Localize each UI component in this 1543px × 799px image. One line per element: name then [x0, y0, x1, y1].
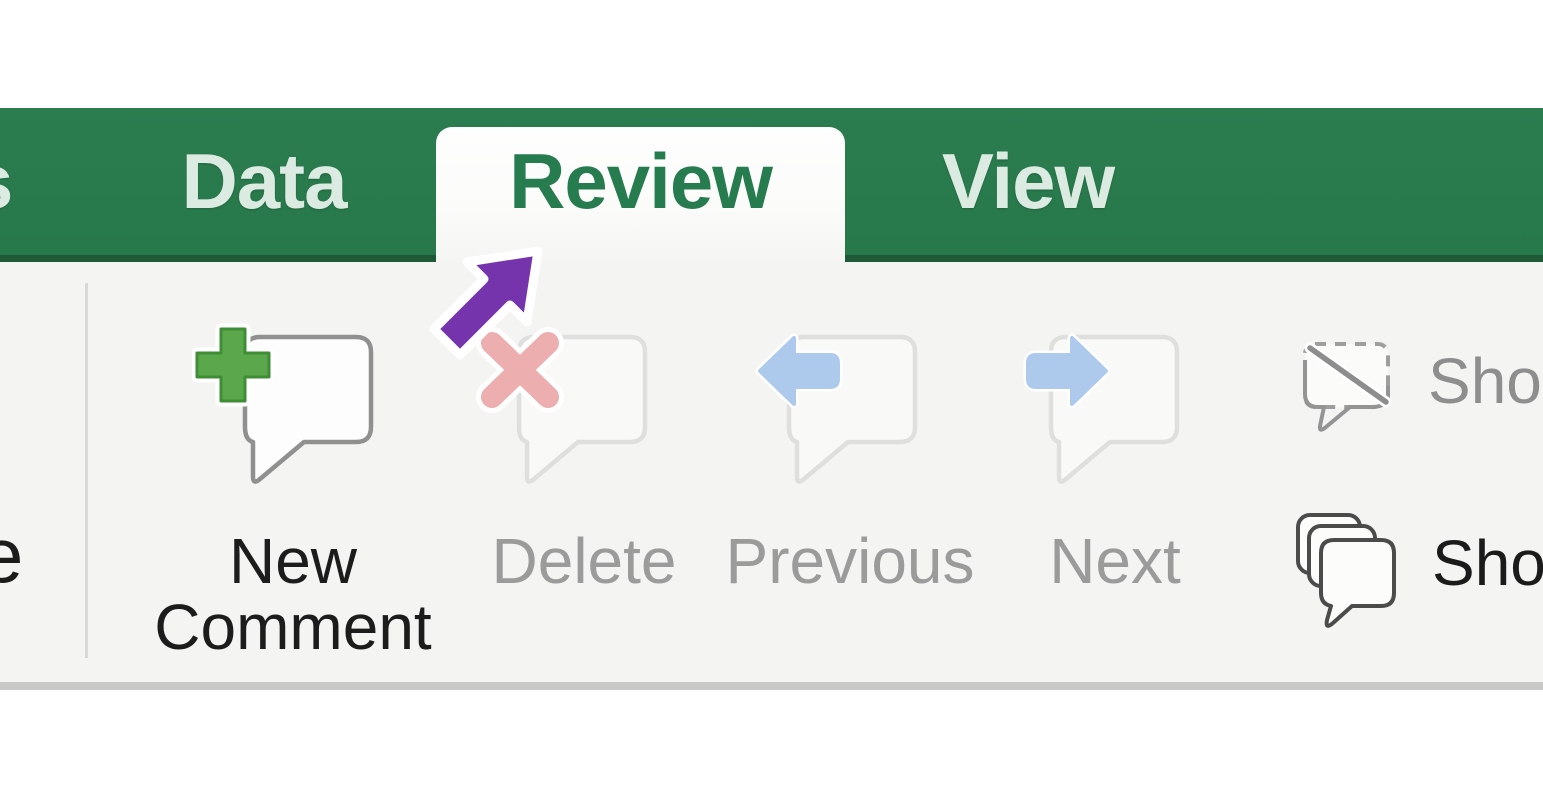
delete-comment-label: Delete	[491, 525, 677, 597]
tab-view[interactable]: View	[941, 137, 1115, 225]
next-comment-button[interactable]: Next	[985, 300, 1245, 680]
plus-glyph	[192, 323, 275, 407]
previous-comment-label: Previous	[725, 525, 975, 597]
show-comments-label-truncated: Sho	[1432, 527, 1543, 599]
tab-review-label: Review	[509, 137, 773, 225]
arrow-left-glyph	[755, 333, 843, 409]
previous-comment-button[interactable]: Previous	[720, 300, 980, 680]
toolbar-bottom-divider	[0, 682, 1543, 690]
next-comment-bubble-arrow-right-icon	[1023, 333, 1180, 484]
show-hide-comment-button[interactable]: Sho	[1290, 332, 1543, 452]
next-comment-label: Next	[1049, 525, 1181, 597]
show-hide-comment-label-truncated: Sho	[1428, 345, 1542, 417]
front-bubble	[1319, 538, 1396, 628]
x-glyph	[476, 327, 564, 413]
arrow-right-glyph	[1023, 333, 1111, 409]
slash-line	[1307, 345, 1389, 405]
delete-comment-button[interactable]: Delete	[444, 300, 724, 680]
show-comments-button[interactable]: Sho	[1280, 502, 1543, 648]
delete-comment-bubble-x-icon	[476, 327, 648, 484]
tab-formulas-truncated[interactable]: s	[0, 138, 13, 224]
show-hide-comment-dashed-bubble-icon	[1303, 342, 1392, 432]
new-comment-bubble-plus-icon	[192, 323, 374, 484]
show-comments-stacked-bubbles-icon	[1296, 513, 1396, 628]
left-truncated-button-label: e	[0, 511, 24, 599]
toolbar-group-divider	[85, 283, 88, 658]
tab-data[interactable]: Data	[181, 137, 347, 225]
new-comment-label: New Comment	[154, 525, 432, 663]
previous-comment-bubble-arrow-left-icon	[755, 333, 918, 484]
tab-review[interactable]: Review	[436, 127, 845, 262]
new-comment-button[interactable]: New Comment	[140, 300, 446, 680]
